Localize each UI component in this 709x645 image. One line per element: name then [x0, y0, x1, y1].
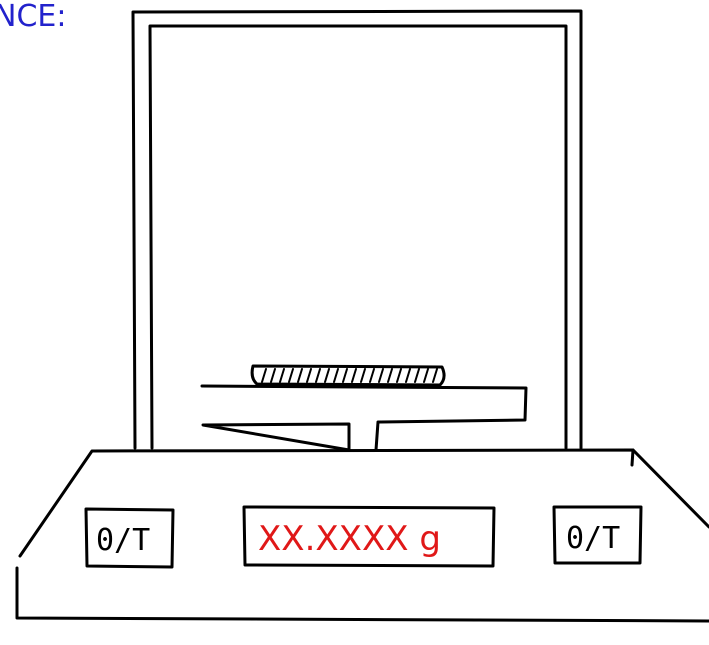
sample-hatching — [261, 368, 438, 383]
right-tare-button[interactable]: 0/T — [552, 505, 643, 565]
hatch-mark — [279, 368, 285, 383]
sample-slab-outline — [250, 364, 446, 387]
hatch-mark — [324, 368, 330, 383]
heading-text: NCE: — [0, 0, 66, 34]
sample-on-pan — [250, 364, 446, 387]
left-tare-button-frame — [84, 507, 175, 569]
left-tare-button[interactable]: 0/T — [84, 507, 175, 569]
hatch-mark — [315, 368, 321, 383]
draft-shield — [131, 9, 583, 450]
right-tare-button-frame — [552, 505, 643, 565]
hatch-mark — [261, 368, 267, 383]
digital-display-frame — [242, 505, 496, 568]
hatch-mark — [297, 368, 303, 383]
balance-base — [15, 448, 709, 623]
hatch-mark — [306, 368, 312, 383]
hatch-mark — [414, 368, 420, 383]
weighing-pan-assembly — [200, 384, 528, 452]
hatch-mark — [423, 368, 429, 383]
digital-display: XX.XXXX g — [242, 505, 496, 568]
hatch-mark — [333, 368, 339, 383]
hatch-mark — [378, 368, 384, 383]
display-reading: XX.XXXX g — [258, 519, 441, 559]
draft-shield-inner-frame — [148, 24, 568, 450]
base-top-outline — [18, 448, 709, 558]
base-front-outline — [15, 566, 709, 623]
weighing-pan — [200, 384, 528, 452]
hatch-mark — [396, 368, 402, 383]
left-tare-button-label: 0/T — [96, 523, 150, 558]
base-right-edge — [630, 448, 635, 467]
hatch-mark — [405, 368, 411, 383]
hatch-mark — [432, 368, 438, 383]
hatch-mark — [369, 368, 375, 383]
hatch-mark — [342, 368, 348, 383]
hatch-mark — [288, 368, 294, 383]
right-tare-button-label: 0/T — [566, 521, 620, 556]
hatch-mark — [270, 368, 276, 383]
draft-shield-outer-frame — [131, 9, 583, 450]
hatch-mark — [360, 368, 366, 383]
hatch-mark — [387, 368, 393, 383]
hatch-mark — [351, 368, 357, 383]
